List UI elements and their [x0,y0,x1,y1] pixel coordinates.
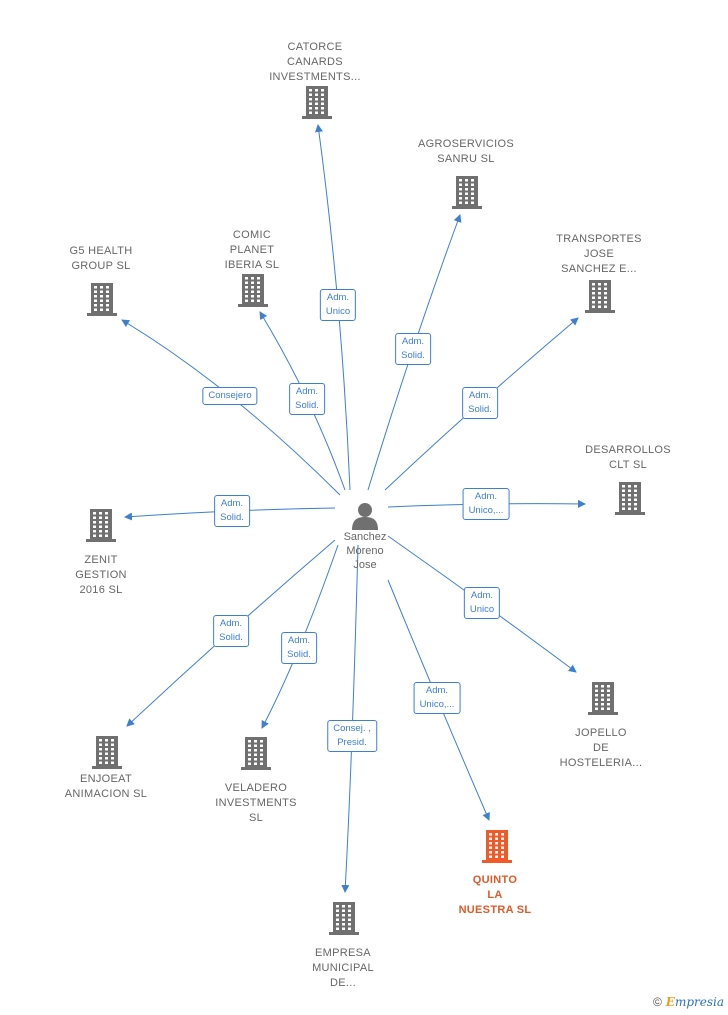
edge-label-jopello[interactable]: Adm. Unico [463,587,501,619]
building-icon[interactable] [452,174,482,215]
company-node-comic[interactable]: COMIC PLANET IBERIA SL [187,228,317,273]
building-icon[interactable] [329,900,359,941]
edge-label-g5[interactable]: Consejero [202,387,258,405]
building-icon[interactable] [238,272,268,313]
edge-label-zenit[interactable]: Adm. Solid. [214,495,250,527]
company-name: QUINTO LA NUESTRA SL [458,874,532,916]
company-node-desarrollos[interactable]: DESARROLLOS CLT SL [563,443,693,473]
edge-label-quinto[interactable]: Adm. Unico,... [413,682,461,714]
edge-empresa [341,544,359,893]
company-node-quinto[interactable]: QUINTO LA NUESTRA SL [430,873,560,918]
company-node-enjoeat[interactable]: ENJOEAT ANIMACION SL [41,772,171,802]
edge-label-catorce[interactable]: Adm. Unico [319,289,357,321]
copyright-symbol: © [652,995,662,1009]
building-icon[interactable] [585,278,615,319]
company-name: G5 HEALTH GROUP SL [69,245,133,272]
company-name: AGROSERVICIOS SANRU SL [418,138,514,165]
edge-label-empresa[interactable]: Consej. , Presid. [327,720,377,752]
person-name: Sanchez Moreno Jose [343,531,387,571]
person-node[interactable]: Sanchez Moreno Jose [330,500,400,572]
edge-label-agroservicios[interactable]: Adm. Solid. [395,333,431,365]
building-icon[interactable] [588,680,618,721]
edge-label-desarrollos[interactable]: Adm. Unico,... [462,488,510,520]
building-icon[interactable] [92,734,122,775]
edge-label-veladero[interactable]: Adm. Solid. [281,632,317,664]
company-name: CATORCE CANARDS INVESTMENTS... [269,41,361,83]
company-node-veladero[interactable]: VELADERO INVESTMENTS SL [191,781,321,826]
company-node-jopello[interactable]: JOPELLO DE HOSTELERIA... [536,726,666,771]
company-node-empresa[interactable]: EMPRESA MUNICIPAL DE... [278,946,408,991]
company-name: JOPELLO DE HOSTELERIA... [559,727,643,769]
company-node-transportes[interactable]: TRANSPORTES JOSE SANCHEZ E... [534,232,664,277]
edge-label-transportes[interactable]: Adm. Solid. [462,387,498,419]
edge-label-comic[interactable]: Adm. Solid. [289,383,325,415]
building-icon[interactable] [86,507,116,548]
company-node-catorce[interactable]: CATORCE CANARDS INVESTMENTS... [250,40,380,85]
company-node-agroservicios[interactable]: AGROSERVICIOS SANRU SL [401,137,531,167]
company-node-zenit[interactable]: ZENIT GESTION 2016 SL [36,553,166,598]
building-icon[interactable] [615,480,645,521]
company-name: EMPRESA MUNICIPAL DE... [312,947,374,989]
company-name: ENJOEAT ANIMACION SL [64,773,148,800]
company-node-g5[interactable]: G5 HEALTH GROUP SL [36,244,166,274]
building-icon[interactable] [241,735,271,776]
company-name: ZENIT GESTION 2016 SL [75,554,127,596]
edge-label-enjoeat[interactable]: Adm. Solid. [213,615,249,647]
person-icon [352,503,378,530]
building-icon[interactable] [482,828,512,869]
footer-brand: © Empresia [653,995,724,1009]
brand-logo[interactable]: Empresia [665,995,724,1009]
company-name: VELADERO INVESTMENTS SL [215,782,297,824]
building-icon[interactable] [302,84,332,125]
company-name: DESARROLLOS CLT SL [585,444,671,471]
building-icon[interactable] [87,281,117,322]
company-name: TRANSPORTES JOSE SANCHEZ E... [556,233,642,275]
company-name: COMIC PLANET IBERIA SL [224,229,280,271]
